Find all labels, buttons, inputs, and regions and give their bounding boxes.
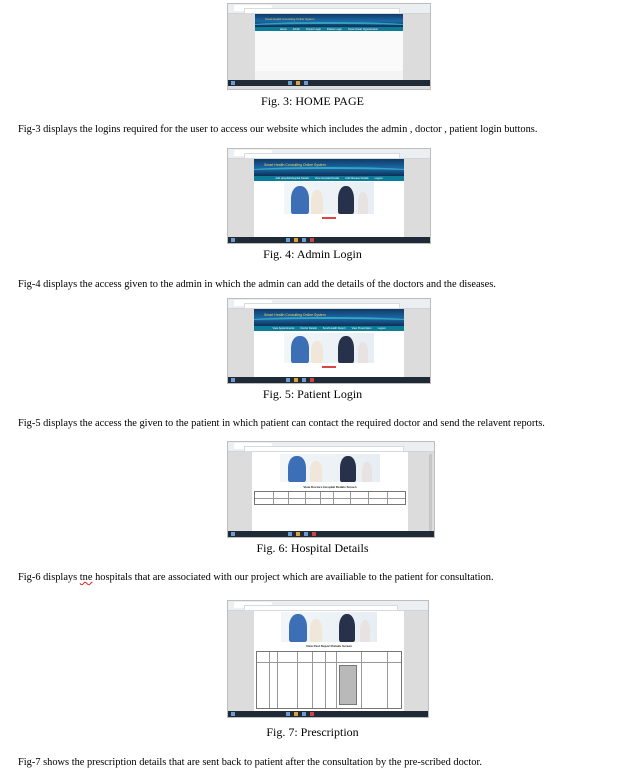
figure-4-caption: Fig. 4: Admin Login [263, 247, 362, 261]
figure-3-home-page-screenshot: Smart Health Consulting Online System Ho… [227, 3, 431, 90]
site-brand: Smart Health Consulting Online System [265, 17, 315, 21]
site-brand: Smart Health Consulting Online System [264, 163, 326, 167]
nav-add-disease[interactable]: Add Disease Details [345, 177, 369, 180]
nav-patient-login[interactable]: Patient Login [326, 27, 342, 31]
home-nav: Home Admin Doctor Login Patient Login Kn… [255, 27, 403, 31]
nav-view-hospital[interactable]: View Hospital Details [314, 177, 340, 180]
patient-nav: View Appointments Doctor Details Send He… [254, 326, 404, 331]
figure-6-caption: Fig. 6: Hospital Details [256, 541, 369, 555]
nav-logout[interactable]: Logout [377, 327, 386, 330]
paragraph-fig6: Fig-6 displays tne hospitals that are as… [18, 572, 494, 583]
misspelled-word: tne [79, 572, 93, 583]
taskbar [228, 531, 434, 537]
browser-toolbar [228, 299, 430, 309]
prescription-table-title: View Past Report Details Screen [306, 644, 352, 648]
figure-7-caption: Fig. 7: Prescription [266, 725, 359, 739]
prescription-table [256, 651, 402, 709]
paragraph-fig5: Fig-5 displays the access the given to t… [18, 418, 545, 429]
admin-nav: Add Hospital/Hospital Details View Hospi… [254, 176, 404, 181]
browser-toolbar [228, 149, 430, 159]
hero-image-doctor-patient [281, 612, 377, 642]
figure-7-prescription-screenshot: View Past Report Details Screen [227, 600, 429, 718]
nav-logout[interactable]: Logout [374, 177, 383, 180]
taskbar [228, 237, 430, 243]
figure-5-caption: Fig. 5: Patient Login [262, 387, 363, 401]
nav-add-hospital[interactable]: Add Hospital/Hospital Details [275, 177, 309, 180]
nav-doctor-login[interactable]: Doctor Login [306, 27, 321, 31]
hospital-table-title: View Doctors Hospital Details Screen [303, 485, 357, 489]
paragraph-fig6-end: hospitals that are associated with our p… [92, 572, 494, 583]
site-brand: Smart Health Consulting Online System [264, 313, 326, 317]
nav-view-prescription[interactable]: View Prescription [351, 327, 372, 330]
hospital-details-table [254, 491, 406, 505]
browser-toolbar [228, 601, 428, 611]
nav-view-appointments[interactable]: View Appointments [272, 327, 295, 330]
paragraph-fig4: Fig-4 displays the access given to the a… [18, 279, 496, 290]
paragraph-fig7: Fig-7 shows the prescription details tha… [18, 757, 482, 768]
taskbar [228, 80, 430, 86]
browser-toolbar [228, 4, 430, 14]
figure-6-hospital-details-screenshot: View Doctors Hospital Details Screen [227, 441, 435, 538]
paragraph-fig3: Fig-3 displays the logins required for t… [18, 124, 538, 135]
paragraph-fig6-start: Fig-6 displays [18, 572, 80, 583]
taskbar [228, 377, 430, 383]
hero-image-doctor-patient [284, 182, 374, 214]
nav-doctor-details[interactable]: Doctor Details [300, 327, 317, 330]
nav-know-more[interactable]: Know Smart Hypertension [348, 27, 379, 31]
nav-admin[interactable]: Admin [292, 27, 301, 31]
taskbar [228, 711, 428, 717]
hero-image-doctor-patient [284, 333, 374, 363]
nav-home[interactable]: Home [279, 27, 287, 31]
browser-toolbar [228, 442, 434, 452]
nav-send-report[interactable]: Send Health Report [322, 327, 346, 330]
hero-image-doctor-patient [280, 454, 380, 482]
figure-5-patient-login-screenshot: Smart Health Consulting Online System Vi… [227, 298, 431, 384]
figure-4-admin-login-screenshot: Smart Health Consulting Online System Ad… [227, 148, 431, 244]
figure-3-caption: Fig. 3: HOME PAGE [261, 94, 364, 108]
